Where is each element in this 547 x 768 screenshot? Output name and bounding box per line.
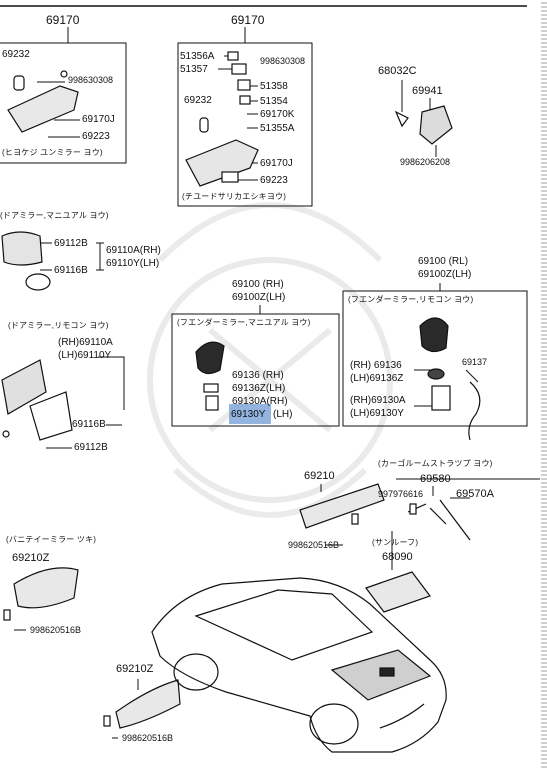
callout-51355A: 51355A	[260, 123, 295, 134]
car-illustration	[151, 577, 447, 753]
door-mirror-remote	[1, 359, 73, 441]
callout-69170J-left: 69170J	[82, 114, 115, 125]
box-left-top	[0, 42, 127, 164]
callout-51357: 51357	[180, 64, 208, 75]
callout-69136Z-lh-r: (LH)69136Z	[350, 373, 404, 384]
callout-69232-left: 69232	[2, 49, 30, 60]
box-center-top	[177, 42, 313, 207]
callout-69210Z-a: 69210Z	[12, 552, 50, 564]
callout-69130Y: 69130Y	[231, 409, 266, 420]
highlight-69130Y	[229, 404, 271, 424]
callout-69136-rh: 69136 (RH)	[232, 370, 284, 381]
callout-69580: 69580	[420, 473, 451, 485]
callout-69116B-a: 69116B	[54, 265, 88, 276]
callout-69570A: 69570A	[456, 488, 494, 500]
note-sunroof: (サンルーフ)	[372, 538, 419, 547]
callout-998620516B-c: 998620516B	[122, 733, 174, 743]
note-door-manual: (ドアミラー,マニユアル ヨウ)	[0, 211, 109, 220]
callout-69100-rh: 69100 (RH)	[232, 279, 284, 290]
note-vanity: (バニテイーミラー ツキ)	[6, 535, 97, 544]
callout-69110A-rh-a: 69110A(RH)	[106, 245, 161, 256]
callout-69116B-b: 69116B	[72, 419, 106, 430]
callout-9986206208: 9986206208	[400, 157, 451, 167]
callout-997976616: 997976616	[378, 489, 424, 499]
callout-69223-left: 69223	[82, 131, 110, 142]
note-door-remote: (ドアミラー,リモコン ヨウ)	[8, 321, 109, 330]
callout-69170K: 69170K	[260, 109, 295, 120]
note-center-top: (チユードサリカエシキヨウ)	[182, 192, 287, 201]
callout-69170J-center: 69170J	[260, 158, 293, 169]
callout-998630308-left: 998630308	[68, 75, 114, 85]
callout-68032C: 68032C	[378, 65, 417, 77]
callout-998620516B-a: 998620516B	[30, 625, 82, 635]
callout-68090: 68090	[382, 551, 413, 563]
note-fender-manual: (フエンダーミラー,マニユアル ヨウ)	[177, 318, 311, 327]
callout-51358: 51358	[260, 81, 288, 92]
note-left-top: (ヒヨケジ ユンミラー ヨウ)	[2, 148, 103, 157]
callout-69130A-rh-r: (RH)69130A	[350, 395, 406, 406]
callout-69136-rh-r: (RH) 69136	[350, 360, 402, 371]
callout-69112B-b: 69112B	[74, 442, 108, 453]
callout-69136Z-lh: 69136Z(LH)	[232, 383, 286, 394]
clip-parts-right	[394, 105, 453, 145]
callout-69137: 69137	[462, 357, 488, 367]
callout-51354: 51354	[260, 96, 288, 107]
callout-69112B-a: 69112B	[54, 238, 88, 249]
callout-69210: 69210	[304, 470, 335, 482]
sun-visor-mirror-left	[7, 70, 79, 133]
callout-69100Z-lh-r: 69100Z(LH)	[418, 269, 472, 280]
callout-69110Y-lh-b: (LH)69110Y	[58, 350, 112, 361]
box-fender-remote	[342, 290, 528, 427]
fender-mirror-remote	[419, 317, 481, 441]
sun-visor-parts	[3, 483, 471, 729]
note-cargo-lamp: (カーゴルームストラツプ ヨウ)	[378, 459, 493, 468]
callout-69130Y-lh-suffix: (LH)	[273, 409, 293, 420]
callout-69130A-rh: 69130A(RH)	[232, 396, 288, 407]
room-mirror-center	[185, 51, 259, 187]
callout-69130Y-lh-r: (LH)69130Y	[350, 408, 404, 419]
fender-mirror-manual	[195, 341, 225, 411]
door-mirror-manual	[1, 231, 51, 291]
callout-69210Z-b: 69210Z	[116, 663, 154, 675]
callout-69232-center: 69232	[184, 95, 212, 106]
box-fender-manual	[171, 313, 340, 427]
callout-69170-center: 69170	[231, 13, 265, 27]
callout-69170-left: 69170	[46, 13, 80, 27]
callout-998630308-center: 998630308	[260, 56, 306, 66]
callout-69100Z-lh: 69100Z(LH)	[232, 292, 286, 303]
callout-69223-center: 69223	[260, 175, 288, 186]
page-edge-border	[541, 0, 547, 768]
note-fender-remote: (フエンダーミラー,リモコン ヨウ)	[348, 295, 474, 304]
callout-69100-rl: 69100 (RL)	[418, 256, 469, 267]
callout-998620516B-b: 998620516B	[288, 540, 340, 550]
callout-69941: 69941	[412, 85, 443, 97]
callout-69110A-rh-b: (RH)69110A	[58, 337, 113, 348]
callout-51356A: 51356A	[180, 51, 215, 62]
callout-69110Y-lh-a: 69110Y(LH)	[106, 258, 160, 269]
